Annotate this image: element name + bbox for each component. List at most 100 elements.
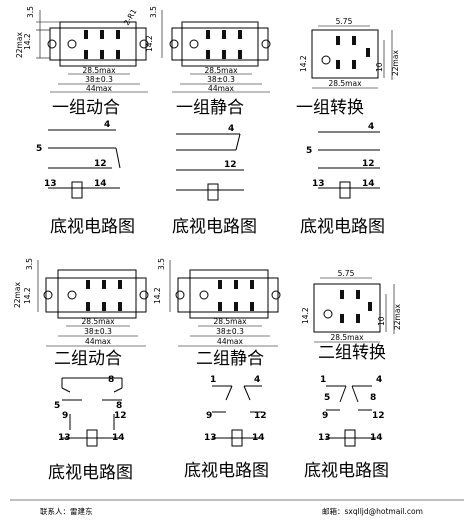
circuit-r2c2: 1 4 9 12 13 14	[204, 375, 267, 447]
pin	[340, 314, 344, 323]
pin-number: 13	[58, 433, 71, 443]
relay-base-plate	[177, 277, 279, 313]
dim-label: 14.2	[23, 33, 32, 50]
pin	[238, 50, 242, 59]
mount-hole	[261, 39, 271, 49]
caption-double-changeover: 二组转换	[318, 343, 386, 363]
relay-body	[313, 283, 381, 333]
footer-contact: 联系人：雷建东	[40, 506, 93, 516]
caption-single-no: 一组动合	[52, 98, 120, 118]
pin-number: 4	[104, 120, 110, 130]
pin-number: 8	[370, 393, 376, 403]
relay-body	[59, 21, 137, 67]
pin-number: 12	[94, 159, 107, 169]
pin	[84, 50, 88, 59]
pin-number: 14	[362, 179, 375, 189]
pin-number: 5	[306, 146, 312, 156]
relay-outline-r1c1: 3.5 14.2 22max 2-R1 28.5max 38±0.3 44max	[15, 6, 149, 93]
coil-symbol	[231, 429, 243, 447]
mount-hole	[139, 290, 149, 300]
pin-number: 5	[54, 401, 60, 411]
caption-single-nc: 一组静合	[176, 98, 244, 118]
pin	[206, 30, 210, 39]
coil-symbol	[71, 181, 83, 199]
dim-label: 44max	[85, 337, 111, 346]
coil-symbol	[207, 183, 219, 201]
pin-number: 4	[228, 124, 234, 134]
relay-body	[311, 29, 379, 79]
dim-label: 38±0.3	[216, 327, 244, 336]
caption-bottom-view: 底视电路图	[172, 217, 257, 237]
pin	[356, 314, 360, 323]
pin	[352, 60, 356, 69]
pin	[102, 302, 106, 311]
footer-email: 邮箱：sxqlljd@hotmail.com	[322, 506, 423, 516]
pin	[118, 280, 122, 289]
pin	[116, 50, 120, 59]
pin	[238, 30, 242, 39]
pin-number: 14	[94, 179, 107, 189]
relay-outline-r2c1: 3.5 14.2 22max 28.5max 38±0.3 44max	[13, 258, 149, 347]
adjust-screw	[199, 290, 209, 300]
pin-number: 12	[362, 159, 375, 169]
dim-label: 44max	[217, 337, 243, 346]
dim-label: 28.5max	[328, 79, 362, 88]
pin-number: 5	[324, 393, 330, 403]
pin	[206, 50, 210, 59]
dim-label: 28.5max	[204, 66, 238, 75]
dim-label: 44max	[86, 84, 112, 93]
pin-number: 1	[320, 375, 326, 385]
relay-outline-r1c2: 3.5 14.2 28.5max 38±0.3 44max	[145, 6, 271, 93]
pin-number: 14	[370, 433, 383, 443]
pin	[222, 50, 226, 59]
pin	[366, 48, 370, 57]
relay-body	[57, 269, 137, 319]
pin-number: 4	[254, 375, 260, 385]
pin	[84, 30, 88, 39]
pin	[218, 302, 222, 311]
dim-label: 28.5max	[82, 66, 116, 75]
caption-bottom-view: 底视电路图	[50, 217, 135, 237]
adjust-screw	[189, 39, 199, 49]
pin	[86, 302, 90, 311]
caption-single-changeover: 一组转换	[296, 98, 364, 118]
pin	[336, 36, 340, 45]
pin-number: 14	[112, 433, 125, 443]
dim-label: 14.2	[301, 307, 310, 324]
pin-number: 4	[376, 375, 382, 385]
relay-body	[181, 21, 259, 67]
pin-number: 12	[224, 160, 237, 170]
circuit-r2c3: 1 4 5 8 9 12 13 14	[318, 375, 385, 447]
adjust-screw	[323, 309, 333, 319]
relay-base-plate	[49, 27, 147, 61]
relay-base-plate	[171, 27, 269, 61]
mount-hole	[139, 39, 149, 49]
relay-body	[189, 269, 269, 319]
dim-label: 28.5max	[330, 333, 364, 342]
pin-number: 9	[322, 411, 328, 421]
pin	[222, 30, 226, 39]
pin-number: 14	[252, 433, 265, 443]
pin-number: 12	[372, 411, 385, 421]
dim-label: 10	[377, 316, 386, 326]
pin	[218, 280, 222, 289]
relay-outline-r1c3: 5.75 14.2 10 22max 28.5max	[299, 17, 400, 89]
pin	[118, 302, 122, 311]
coil-symbol	[339, 181, 351, 199]
circuit-r1c1: 4 5 12 13 14	[36, 120, 121, 199]
dim-label: 14.2	[23, 287, 32, 304]
pin	[352, 36, 356, 45]
pin-number: 1	[210, 375, 216, 385]
pin	[340, 290, 344, 299]
adjust-screw	[67, 39, 77, 49]
mount-hole	[271, 290, 281, 300]
dim-label: 22max	[393, 304, 402, 330]
pin	[86, 280, 90, 289]
dim-label: 3.5	[26, 6, 35, 18]
relay-outline-r2c3: 5.75 14.2 10 22max 28.5max	[301, 269, 402, 343]
dim-label: 28.5max	[81, 317, 115, 326]
mount-hole	[47, 39, 57, 49]
pin-number: 9	[206, 411, 212, 421]
mount-hole	[169, 39, 179, 49]
